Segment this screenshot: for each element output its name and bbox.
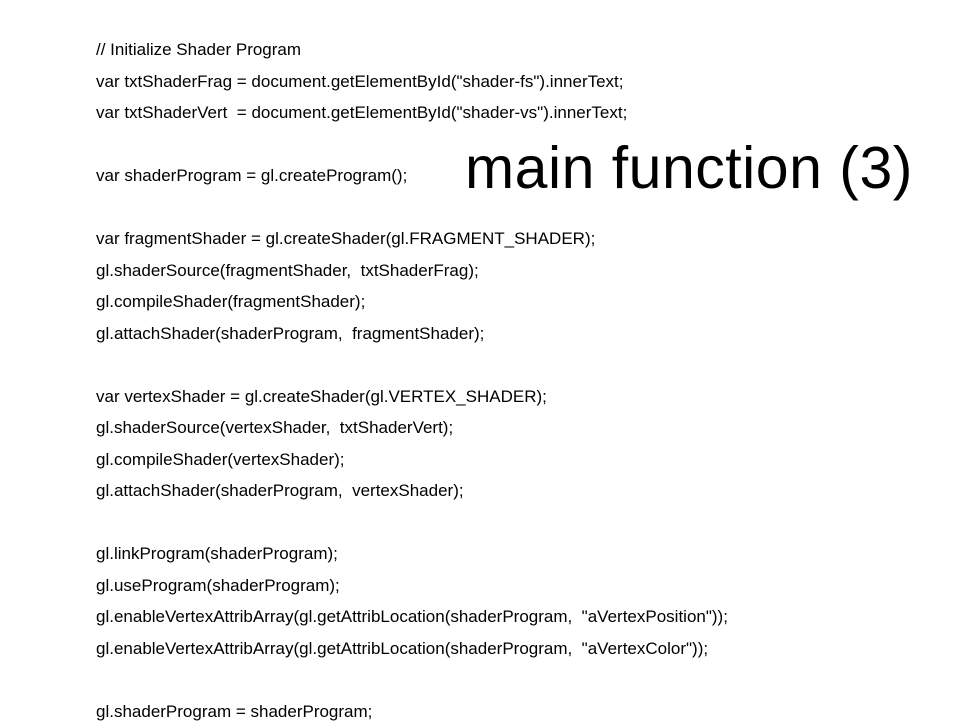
code-line: // Initialize Shader Program (96, 34, 896, 66)
code-line: gl.enableVertexAttribArray(gl.getAttribL… (96, 601, 896, 633)
code-line: gl.shaderProgram = shaderProgram; (96, 696, 896, 727)
code-line: gl.useProgram(shaderProgram); (96, 570, 896, 602)
code-line: gl.compileShader(fragmentShader); (96, 286, 896, 318)
code-line: var txtShaderVert = document.getElementB… (96, 97, 896, 129)
blank-line (96, 507, 896, 539)
blank-line (96, 349, 896, 381)
code-line: gl.compileShader(vertexShader); (96, 444, 896, 476)
code-line: var fragmentShader = gl.createShader(gl.… (96, 223, 896, 255)
code-line: var txtShaderFrag = document.getElementB… (96, 66, 896, 98)
code-line: gl.attachShader(shaderProgram, fragmentS… (96, 318, 896, 350)
code-line: gl.enableVertexAttribArray(gl.getAttribL… (96, 633, 896, 665)
code-line: gl.linkProgram(shaderProgram); (96, 538, 896, 570)
code-line: gl.shaderSource(fragmentShader, txtShade… (96, 255, 896, 287)
code-line: gl.shaderSource(vertexShader, txtShaderV… (96, 412, 896, 444)
code-line: gl.attachShader(shaderProgram, vertexSha… (96, 475, 896, 507)
slide-title: main function (3) (465, 128, 913, 208)
blank-line (96, 664, 896, 696)
code-line: var vertexShader = gl.createShader(gl.VE… (96, 381, 896, 413)
